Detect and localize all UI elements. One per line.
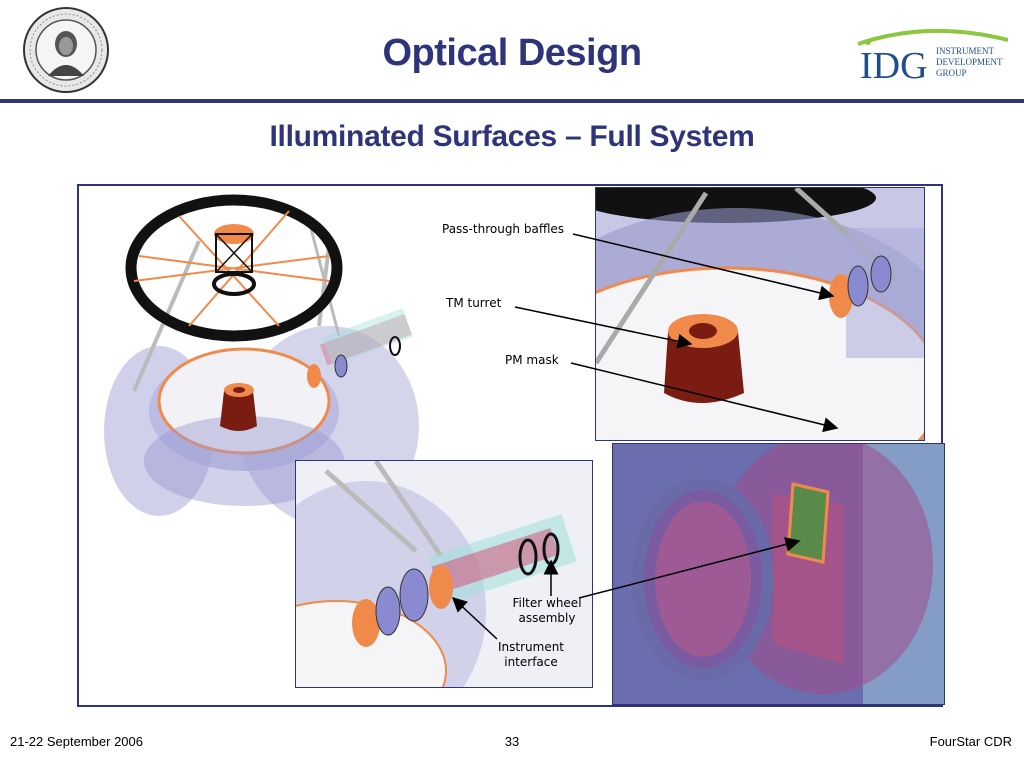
label-filter-wheel-line1: Filter wheel	[512, 596, 582, 610]
carnegie-seal-logo	[22, 6, 110, 94]
footer-page-number: 33	[504, 734, 520, 749]
idg-logo-icon: IDG	[857, 28, 1008, 86]
inset-turret	[595, 187, 925, 441]
label-instrument-interface: Instrument interface	[491, 640, 571, 669]
label-instrument-interface-line1: Instrument	[497, 640, 565, 654]
label-pm-mask: PM mask	[505, 353, 559, 367]
arrow-baffles	[572, 233, 835, 301]
idg-line1: INSTRUMENT	[936, 46, 994, 56]
footer-project: FourStar CDR	[929, 734, 1012, 749]
slide-title: Optical Design	[382, 32, 642, 74]
idg-logo: IDG INSTRUMENT DEVELOPMENT GROUP	[848, 26, 1008, 86]
arrow-pm-mask	[570, 362, 839, 433]
arrow-instrument-interface	[451, 596, 498, 640]
seal-icon	[23, 7, 109, 93]
inset-instrument	[295, 460, 593, 688]
arrow-tm-turret	[514, 306, 693, 349]
label-filter-wheel-line2: assembly	[518, 611, 576, 625]
label-pass-through-baffles: Pass-through baffles	[442, 222, 565, 236]
slide-subtitle: Illuminated Surfaces – Full System	[269, 120, 755, 153]
inset-filter-wheel	[612, 443, 945, 705]
label-instrument-interface-line2: interface	[504, 655, 558, 669]
filter-wheel-render	[613, 444, 944, 704]
svg-text:IDG: IDG	[860, 45, 928, 86]
turret-render	[596, 188, 924, 440]
label-tm-turret: TM turret	[446, 296, 502, 310]
footer-date: 21-22 September 2006	[10, 734, 143, 749]
idg-line3: GROUP	[936, 68, 967, 78]
header-rule	[0, 99, 1024, 103]
callout-arrows	[451, 233, 839, 640]
idg-line2: DEVELOPMENT	[936, 57, 1003, 67]
label-filter-wheel: Filter wheel assembly	[507, 596, 587, 625]
instrument-render	[296, 461, 577, 687]
figure-frame: Pass-through baffles TM turret PM mask F…	[77, 184, 945, 707]
arrow-filter-wheel-right	[578, 537, 801, 599]
